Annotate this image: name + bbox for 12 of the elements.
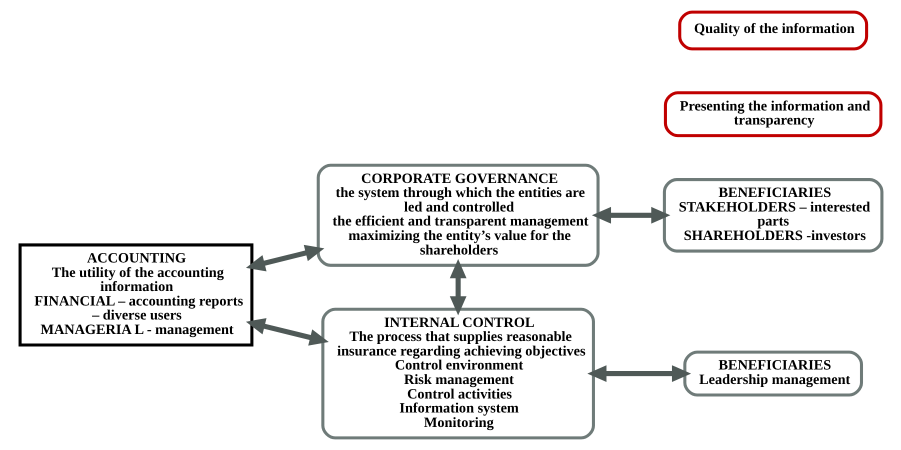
- arrow: [245, 244, 324, 272]
- node-box: ACCOUNTING The utility of the accounting information FINANCIAL – accounting reports – diverse users MANAGERIA L - management: [18, 243, 253, 347]
- arrow: [449, 259, 466, 316]
- node-box: Presenting the information and transparency: [663, 91, 882, 138]
- node-box: BENEFICIARIES Leadership management: [682, 350, 863, 397]
- arrow: [586, 365, 691, 382]
- arrow: [245, 318, 328, 346]
- node-box: INTERNAL CONTROL The process that supplies reasonable insurance regarding achieving objectives Control environment Risk management Control activities Information system Monitoring: [320, 308, 594, 440]
- arrow: [591, 206, 670, 224]
- node-box: BENEFICIARIES STAKEHOLDERS – interested parts SHAREHOLDERS -investors: [662, 178, 883, 253]
- node-box: CORPORATE GOVERNANCE the system through which the entities are led and controlled the efficient and transparent management maximizing the entity’s value for the shareholders: [316, 164, 600, 267]
- node-box: Quality of the information: [678, 10, 868, 50]
